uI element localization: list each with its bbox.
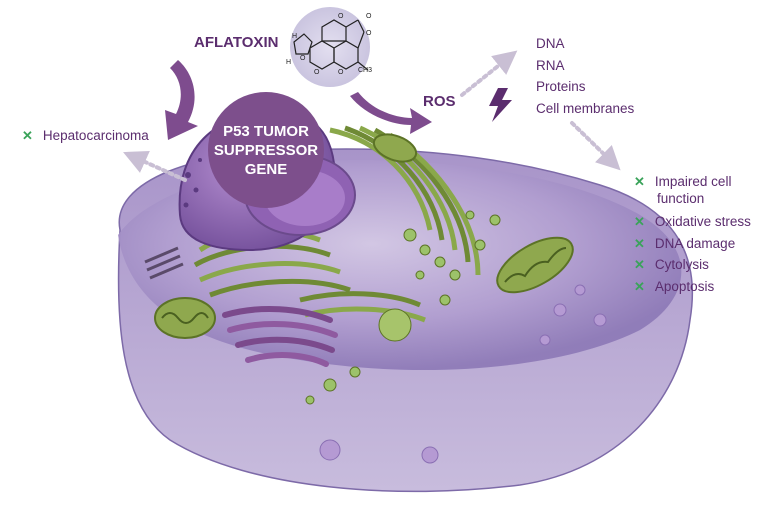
molecule-atom: O [314,69,320,76]
ros-targets-list: DNA RNA Proteins Cell membranes [536,33,634,119]
ros-label: ROS [423,93,456,110]
molecule-atom: H [292,33,297,40]
effect-label: Impaired cell [654,174,732,189]
effect-label: DNA damage [654,235,736,251]
molecule-atom: O [338,69,344,76]
effect-item: ✕ Oxidative stress [634,211,751,233]
molecule-atom: O [338,13,344,20]
effect-item: ✕ DNA damage [634,233,751,255]
effect-label: Oxidative stress [654,214,751,229]
cell-to-hepatocarcinoma-connector [123,150,187,182]
centriole [144,246,184,280]
check-x-icon: ✕ [634,257,645,272]
check-x-icon: ✕ [22,128,33,143]
molecule-atom: O [366,13,372,20]
p53-gene-label: P53 TUMOR SUPPRESSOR GENE [208,122,324,179]
gene-label-line: SUPPRESSOR [213,142,319,159]
ros-target-item: Proteins [536,79,586,94]
lysosomes [319,284,607,464]
check-x-icon: ✕ [634,278,645,294]
p53-gene-circle [208,92,324,208]
targets-to-effects-connector [570,121,621,171]
golgi-apparatus [222,306,338,367]
effect-label: Apoptosis [654,278,715,294]
vesicles [305,210,501,405]
check-x-icon: ✕ [634,174,645,189]
molecule-atom: H [286,59,291,66]
molecule-atom: O [300,55,306,62]
aflatoxin-label: AFLATOXIN [194,34,279,51]
effect-item: ✕ Cytolysis [634,254,751,276]
check-x-icon: ✕ [634,235,645,251]
gene-label-line: P53 TUMOR [223,123,309,140]
mitochondria [154,133,574,339]
hepatocarcinoma-item: ✕ Hepatocarcinoma [22,128,149,144]
aflatoxin-arrow [165,60,198,140]
effect-label-continued: function [657,191,705,206]
effects-list: ✕ Impaired cell function ✕ Oxidative stres… [634,173,751,297]
ros-target-item: RNA [536,57,565,73]
ros-arrow [350,92,432,134]
effect-item: ✕ Impaired cell function [634,173,751,207]
molecule-atom: CH3 [358,67,372,74]
molecule-atom: O [366,30,372,37]
gene-label-line: GENE [244,161,288,178]
check-x-icon: ✕ [634,214,645,229]
ros-target-item: DNA [536,36,565,51]
effect-label: Cytolysis [654,257,709,272]
hepatocarcinoma-label: Hepatocarcinoma [42,128,149,143]
ros-to-targets-connector [460,50,518,97]
lightning-bolt-icon [489,88,512,122]
aflatoxin-molecule: O O O H H O O O CH3 [286,7,372,87]
effect-item: ✕ Apoptosis [634,276,751,298]
ros-target-item: Cell membranes [536,100,635,116]
